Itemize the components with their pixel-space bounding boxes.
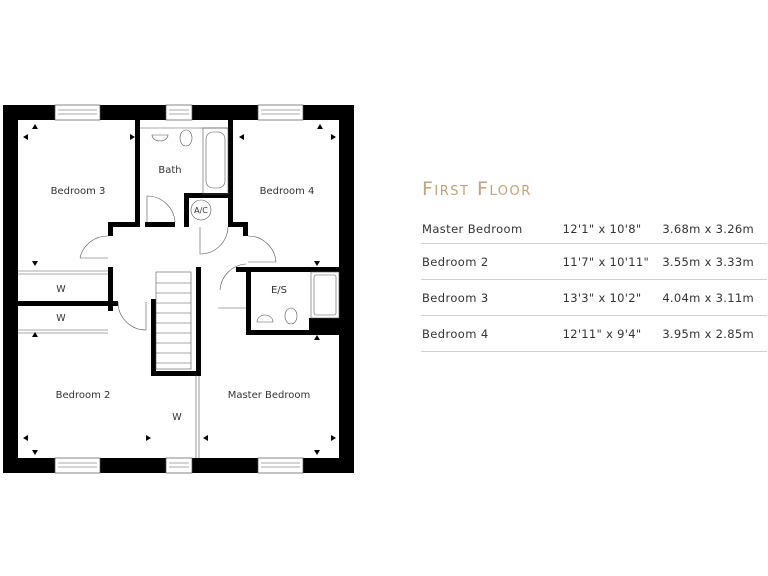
dimension-row: Bedroom 3 13'3" x 10'2" 4.04m x 3.11m (421, 280, 767, 316)
floor-plan: Bedroom 3 Bath A/C Bedroom 4 W W E/S Bed… (3, 104, 354, 474)
room-label-bath: Bath (158, 165, 181, 176)
room-label-bedroom-4: Bedroom 4 (260, 186, 315, 197)
imperial-size: 12'11" x 9'4" (562, 326, 642, 341)
room-dimensions-panel: First Floor Master Bedroom 12'1" x 10'8"… (421, 178, 767, 352)
room-label-bedroom-3: Bedroom 3 (51, 186, 106, 197)
metric-size: 3.55m x 3.33m (662, 254, 754, 269)
room-label-bedroom-2: Bedroom 2 (56, 390, 111, 401)
imperial-size: 11'7" x 10'11" (562, 254, 650, 269)
imperial-size: 13'3" x 10'2" (562, 290, 642, 305)
room-name: Bedroom 4 (422, 326, 489, 341)
room-name: Master Bedroom (422, 221, 523, 236)
room-label-wardrobe-3: W (172, 412, 182, 423)
room-label-wardrobe-1: W (56, 284, 66, 295)
room-label-ensuite: E/S (271, 285, 287, 296)
floor-title: First Floor (422, 178, 532, 200)
room-name: Bedroom 3 (422, 290, 489, 305)
fixtures (18, 109, 340, 468)
metric-size: 4.04m x 3.11m (662, 290, 754, 305)
dimension-row: Bedroom 2 11'7" x 10'11" 3.55m x 3.33m (421, 244, 767, 280)
metric-size: 3.68m x 3.26m (662, 221, 754, 236)
dimension-row: Bedroom 4 12'11" x 9'4" 3.95m x 2.85m (421, 316, 767, 352)
room-label-wardrobe-2: W (56, 313, 66, 324)
imperial-size: 12'1" x 10'8" (562, 221, 642, 236)
room-name: Bedroom 2 (422, 254, 489, 269)
metric-size: 3.95m x 2.85m (662, 326, 754, 341)
windows (54, 104, 304, 474)
dimension-row: Master Bedroom 12'1" x 10'8" 3.68m x 3.2… (421, 214, 767, 244)
room-label-master-bedroom: Master Bedroom (228, 390, 311, 401)
dimension-arrows (23, 124, 336, 455)
room-label-ac: A/C (194, 206, 208, 215)
